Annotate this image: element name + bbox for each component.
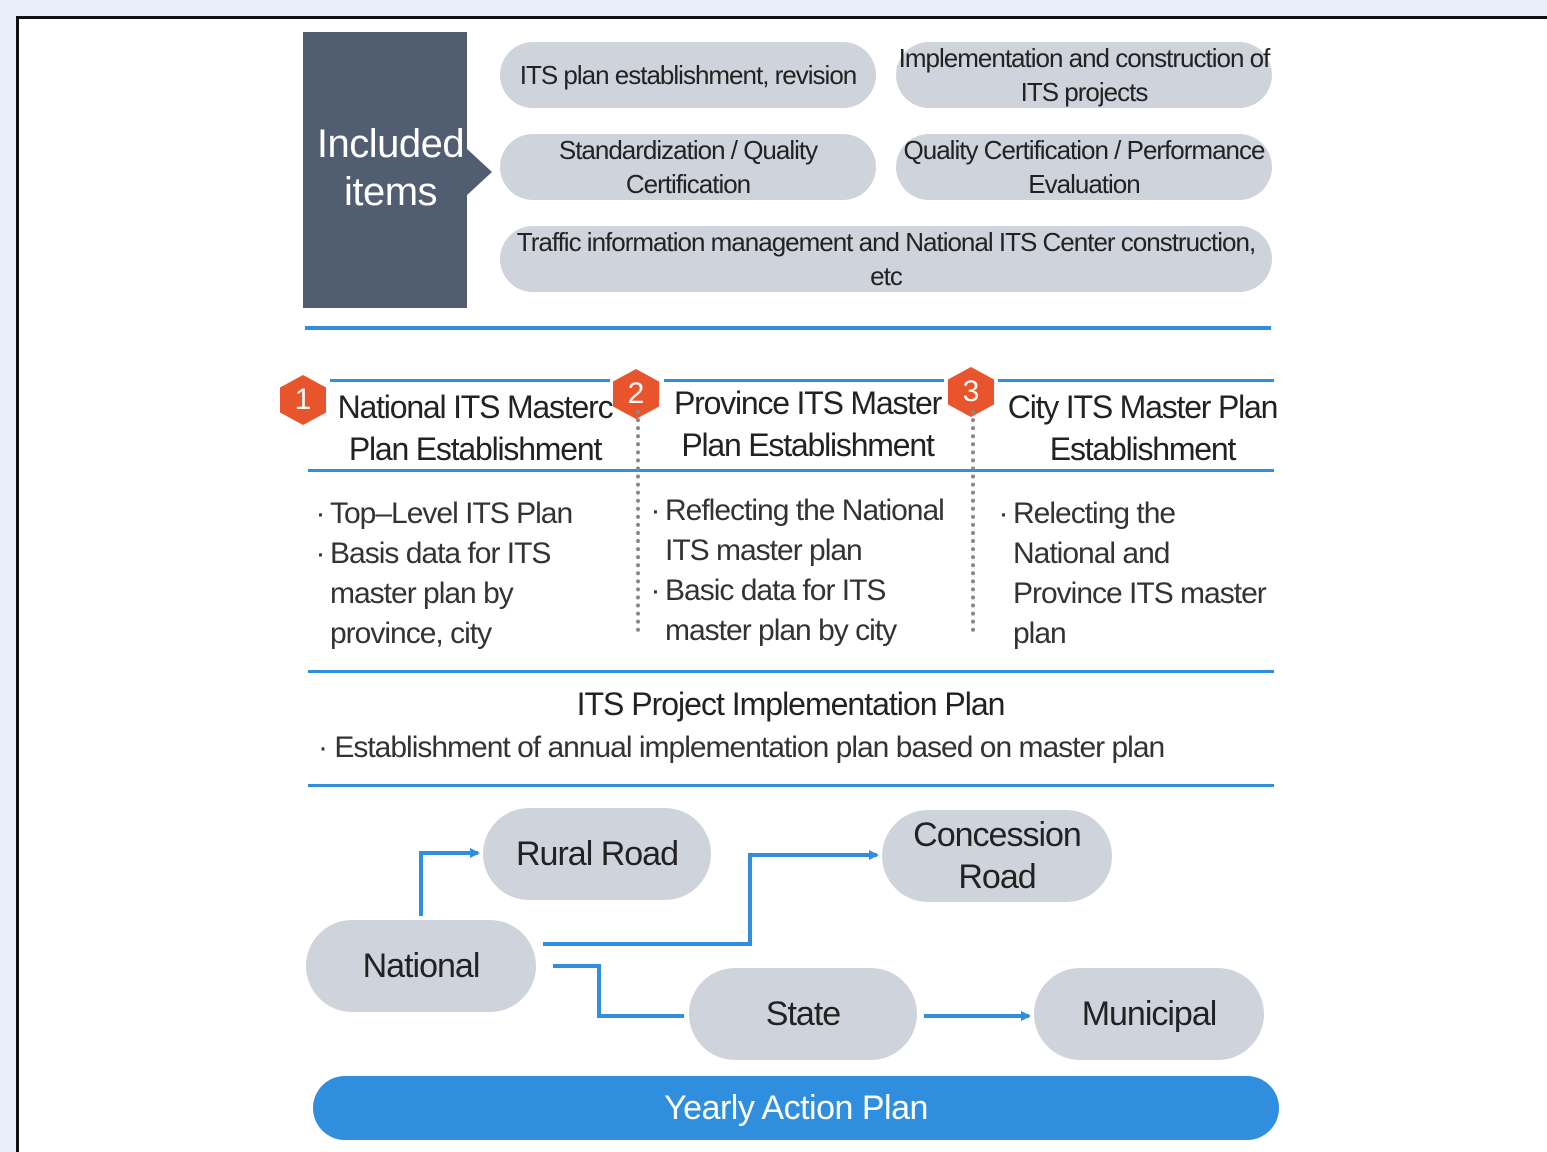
separator-line	[305, 326, 1271, 330]
implementation-description-text: Establishment of annual implementation p…	[334, 731, 1165, 764]
included-item-standardization: Standardization / Quality Certification	[500, 134, 876, 200]
plan-2-title: Province ITS Master Plan Establishment	[673, 385, 942, 463]
plan-3-bullet: ·Relecting the National and Province ITS…	[993, 494, 1283, 654]
arrow-national-to-rural-road	[419, 848, 480, 916]
node-national: National	[306, 920, 536, 1012]
plan-2-bullet: ·Reflecting the National ITS master plan	[645, 491, 967, 571]
node-municipal: Municipal	[1034, 968, 1264, 1060]
included-items-label: Included items	[316, 122, 465, 214]
included-item-traffic-information: Traffic information management and Natio…	[500, 226, 1272, 292]
plan-3-bullets: ·Relecting the National and Province ITS…	[993, 494, 1283, 654]
plan-3-number-badge: 3	[948, 367, 994, 417]
plan-2-top-line	[664, 379, 944, 382]
plan-1-number-badge: 1	[280, 375, 326, 425]
plan-2-bullet-text: Reflecting the National ITS master plan	[665, 494, 945, 567]
plan-2-bullets: ·Reflecting the National ITS master plan…	[645, 491, 967, 651]
node-state: State	[689, 968, 917, 1060]
diagram-frame	[16, 16, 1547, 1152]
plan-2-bullet-text: Basic data for ITS master plan by city	[665, 574, 897, 647]
included-item-plan-establishment: ITS plan establishment, revision	[500, 42, 876, 108]
implementation-top-line	[308, 670, 1274, 673]
plan-1-title: National ITS Masterc Plan Establishment	[337, 389, 614, 467]
plan-3-top-line	[998, 379, 1274, 382]
node-rural-road: Rural Road	[483, 808, 711, 900]
node-concession-road: Concession Road	[882, 810, 1112, 902]
included-items-block	[303, 32, 467, 308]
column-divider-1	[636, 410, 640, 632]
included-item-implementation: Implementation and construction of ITS p…	[896, 42, 1272, 108]
plan-1-bullet-text: Top–Level ITS Plan	[330, 497, 573, 530]
plan-1-bullet: ·Top–Level ITS Plan	[310, 494, 626, 534]
included-item-quality-certification: Quality Certification / Performance Eval…	[896, 134, 1272, 200]
plan-2-bullet: ·Basic data for ITS master plan by city	[645, 571, 967, 651]
column-divider-2	[971, 410, 975, 632]
plan-header-bottom-line	[308, 469, 1274, 472]
implementation-bottom-line	[308, 784, 1274, 787]
plan-3-title: City ITS Master Plan Establishment	[1007, 389, 1279, 467]
plan-1-bullet-text: Basis data for ITS master plan by provin…	[330, 537, 551, 650]
included-items-arrow	[466, 148, 492, 196]
implementation-title: ITS Project Implementation Plan	[576, 686, 1006, 722]
implementation-description: · Establishment of annual implementation…	[318, 731, 1165, 764]
arrow-national-to-concession-road	[543, 850, 879, 946]
arrow-national-to-state	[553, 964, 684, 1018]
yearly-action-plan-bar: Yearly Action Plan	[313, 1076, 1279, 1140]
plan-3-bullet-text: Relecting the National and Province ITS …	[1013, 497, 1267, 650]
plan-1-bullets: ·Top–Level ITS Plan ·Basis data for ITS …	[310, 494, 626, 654]
plan-1-top-line	[330, 379, 610, 382]
plan-1-bullet: ·Basis data for ITS master plan by provi…	[310, 534, 626, 654]
